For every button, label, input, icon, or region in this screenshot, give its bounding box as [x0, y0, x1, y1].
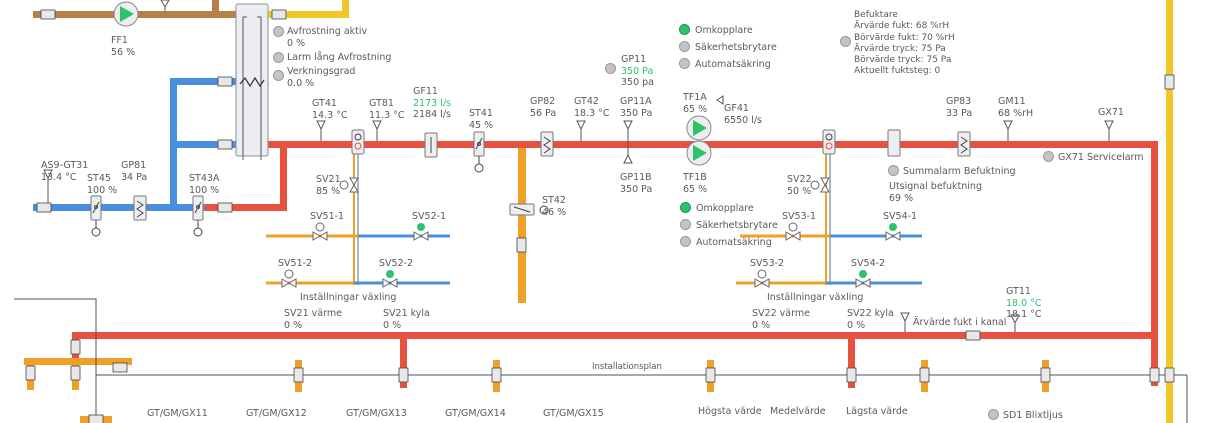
outdoor-duct-bypass-top [170, 78, 238, 85]
valve-sv53-1[interactable]: SV53-1 [782, 211, 817, 222]
coil2-settings-link[interactable]: Inställningar växling [767, 292, 864, 303]
defrost-long-alarm-indicator [273, 52, 284, 63]
installation-plan-label[interactable]: Installationsplan [592, 362, 662, 372]
valve-sv52-1[interactable]: SV52-1 [412, 211, 447, 222]
extract-duct [268, 11, 348, 18]
supply-branch-2 [848, 332, 855, 388]
defrost-long-alarm-label: Larm lång Avfrostning [287, 52, 392, 63]
installation-plan-line [14, 298, 97, 423]
heat-exchanger [235, 3, 269, 157]
extract-duct-riser [342, 0, 349, 18]
sensor-gx71[interactable]: GX71 [1098, 107, 1124, 118]
breaker-label-top: Automatsäkring [695, 59, 771, 70]
safety-switch-indicator-top [679, 41, 690, 52]
zone-gx13[interactable]: GT/GM/GX13 [346, 408, 407, 419]
humidity-in-duct-label: Ärvärde fukt i kanal [913, 317, 1007, 328]
humidifier-sum-alarm-label: Summalarm Befuktning [903, 166, 1016, 177]
supply-duct-after-st43a [205, 204, 285, 211]
zone-gx11[interactable]: GT/GM/GX11 [147, 408, 208, 419]
strobe-label: SD1 Blixtljus [1003, 410, 1063, 421]
breaker-indicator-bottom [680, 236, 691, 247]
safety-switch-label-bottom: Säkerhetsbrytare [696, 220, 778, 231]
gx71-alarm-indicator [1043, 151, 1054, 162]
humidifier-sum-alarm-indicator [888, 165, 899, 176]
switch-label-bottom: Omkopplare [696, 203, 754, 214]
valve-sv52-2[interactable]: SV52-2 [379, 258, 414, 269]
safety-switch-label-top: Säkerhetsbrytare [695, 42, 777, 53]
valve-sv51-2[interactable]: SV51-2 [278, 258, 313, 269]
supply-duct-main [268, 141, 1158, 148]
breaker-label-bottom: Automatsäkring [696, 237, 772, 248]
supply-branch-1 [400, 332, 407, 388]
defrost-active-indicator [273, 26, 284, 37]
supply-duct-riser [280, 141, 287, 211]
switch-indicator-top [679, 24, 690, 35]
efficiency-indicator [273, 70, 284, 81]
valve-sv51-1[interactable]: SV51-1 [310, 211, 345, 222]
valve-sv53-2[interactable]: SV53-2 [750, 258, 785, 269]
zone-gx15[interactable]: GT/GM/GX15 [543, 408, 604, 419]
summary-highest: Högsta värde [698, 406, 762, 417]
summary-mean: Medelvärde [770, 406, 826, 417]
zone-gx12[interactable]: GT/GM/GX12 [246, 408, 307, 419]
gx71-alarm-label: GX71 Servicelarm [1058, 152, 1144, 163]
humidifier-info[interactable]: Befuktare Ärvärde fukt: 68 %rH Börvärde … [854, 10, 955, 77]
supply-duct-return [72, 332, 1158, 339]
zone-gx14[interactable]: GT/GM/GX14 [445, 408, 506, 419]
valve-sv54-2[interactable]: SV54-2 [851, 258, 886, 269]
breaker-indicator-top [679, 58, 690, 69]
exhaust-duct-riser [212, 0, 219, 18]
strobe-indicator [988, 409, 999, 420]
switch-indicator-bottom [680, 202, 691, 213]
summary-lowest: Lägsta värde [846, 406, 908, 417]
coil1-settings-link[interactable]: Inställningar växling [300, 292, 397, 303]
gp11-indicator [605, 63, 616, 74]
valve-sv54-1[interactable]: SV54-1 [883, 211, 918, 222]
heating-riser [518, 148, 526, 303]
extract-main-riser [1166, 0, 1173, 423]
switch-label-top: Omkopplare [695, 25, 753, 36]
humidifier-indicator [840, 36, 851, 47]
outdoor-duct-bypass-mid [170, 141, 238, 148]
safety-switch-indicator-bottom [680, 219, 691, 230]
supply-duct-right-down [1151, 141, 1158, 386]
